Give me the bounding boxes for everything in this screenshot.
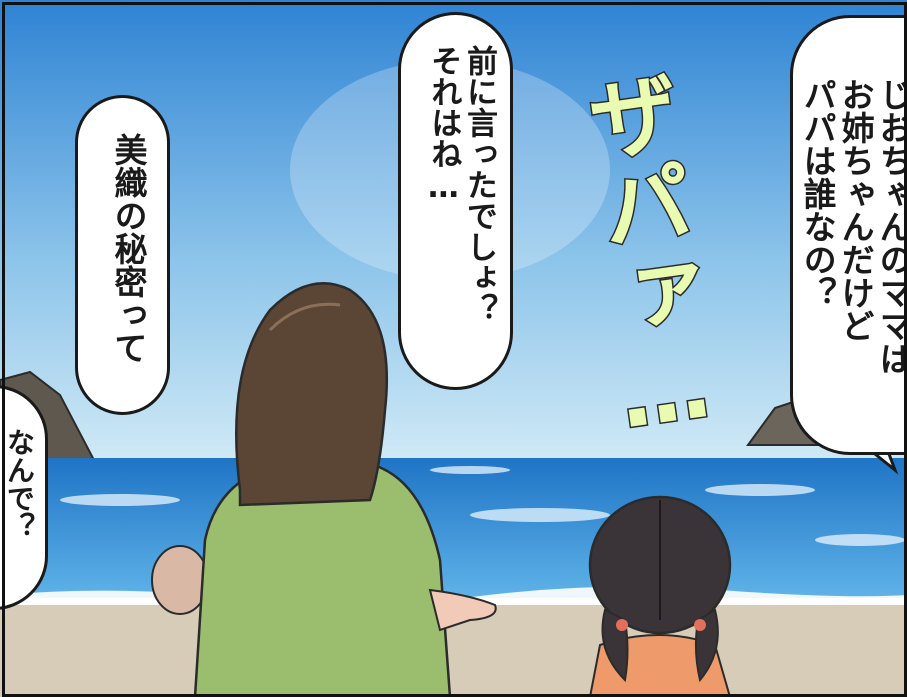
bubble-text-right: じおちゃんのママは お姉ちゃんだけど パパは誰なの？ [798, 78, 907, 375]
sea [0, 458, 907, 598]
bubble-text-left: なんで？ [3, 428, 36, 540]
speech-bubble-middle: 前に言ったでしょ？ それはね… [398, 12, 513, 390]
baby-head [151, 545, 209, 615]
speech-bubble-secret: 美織の秘密って [75, 95, 170, 415]
bubble-text-secret: 美織の秘密って [109, 133, 148, 364]
speech-bubble-left: なんで？ [0, 385, 48, 610]
bubble-text-middle: 前に言ったでしょ？ それはね… [425, 45, 497, 324]
mother-hair [235, 282, 389, 507]
speech-bubble-right: じおちゃんのママは お姉ちゃんだけど パパは誰なの？ [790, 15, 907, 455]
